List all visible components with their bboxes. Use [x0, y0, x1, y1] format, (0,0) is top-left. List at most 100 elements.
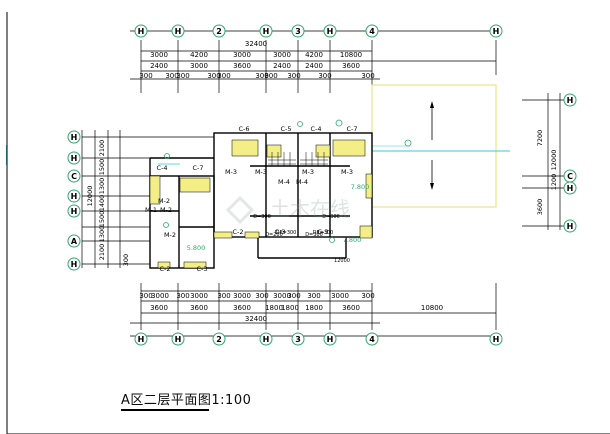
- bottom-axis-bubble: H: [134, 332, 148, 346]
- room-label: M-2: [164, 231, 176, 239]
- dim-bottom-row2: 3600: [190, 304, 208, 312]
- bottom-axis-bubble: H: [259, 332, 273, 346]
- dim-bottom-row1: 300: [217, 292, 230, 300]
- room-label: M-4: [278, 178, 290, 186]
- left-axis-bubble-label: H: [71, 207, 78, 216]
- dim-bottom-row2: 3600: [233, 304, 251, 312]
- bottom-axis-bubble-label: H: [263, 335, 270, 344]
- dim-bottom-row1: 3000: [151, 292, 169, 300]
- dim-top-row3: 300: [207, 72, 220, 80]
- dim-top-row3: 300: [165, 72, 178, 80]
- right-axis-bubble-label: H: [567, 222, 574, 231]
- right-axis-bubble: C: [563, 169, 577, 183]
- dim-top-row2: 2400: [273, 62, 291, 70]
- elevation-label: 5.800: [187, 244, 206, 252]
- dim-left: 12000: [86, 186, 94, 207]
- elevation-label: 7.800: [343, 236, 362, 244]
- top-axis-bubble: H: [134, 24, 148, 38]
- top-axis-bubble: H: [171, 24, 185, 38]
- bottom-axis-bubble-label: 4: [369, 335, 375, 344]
- dim-top-row1: 3000: [233, 51, 251, 59]
- room-label: C-3: [274, 228, 285, 236]
- dim-top-row1: 10800: [340, 51, 362, 59]
- dim-bottom-row1: 3000: [331, 292, 349, 300]
- right-axis-bubble: H: [563, 93, 577, 107]
- top-axis-bubble: H: [323, 24, 337, 38]
- bottom-axis-bubble-label: H: [493, 335, 500, 344]
- dim-top-row1: 3000: [273, 51, 291, 59]
- dim-top-row3: 300: [287, 72, 300, 80]
- top-axis-bubble: H: [489, 24, 503, 38]
- room-label: C-3: [317, 228, 328, 236]
- dim-top-row3: 300: [139, 72, 152, 80]
- dim-top-row3: 300: [176, 72, 189, 80]
- right-axis-bubble-label: C: [567, 172, 573, 181]
- dim-left: 1300: [98, 226, 106, 243]
- room-label: M-2: [160, 206, 172, 214]
- dim-bottom-row1: 300: [255, 292, 268, 300]
- room-label: C-2: [159, 265, 170, 273]
- window-and-fixture-fills: [149, 139, 373, 269]
- dim-bottom-row1: 300: [287, 292, 300, 300]
- top-axis-bubble-label: H: [263, 27, 270, 36]
- dim-top-row2: 3600: [233, 62, 251, 70]
- dim-bottom-row2: 1800: [281, 304, 299, 312]
- room-label: M-3: [225, 168, 237, 176]
- top-axis-bubble: 2: [212, 24, 226, 38]
- room-label: M-3: [255, 168, 267, 176]
- bottom-axis-bubble: 2: [212, 332, 226, 346]
- note-label: DE=300: [276, 230, 297, 236]
- bottom-axis-bubble: H: [323, 332, 337, 346]
- dim-bottom-row1: 3000: [233, 292, 251, 300]
- bottom-axis-bubble-label: H: [175, 335, 182, 344]
- dim-right: 7200: [536, 130, 544, 147]
- stair-hatches: [268, 152, 328, 166]
- left-axis-bubble-label: H: [71, 154, 78, 163]
- room-label: C-7: [346, 125, 357, 133]
- dim-bottom-row1: 3000: [273, 292, 291, 300]
- dim-total-bottom: 32400: [245, 315, 267, 323]
- room-label: C-2: [232, 228, 243, 236]
- left-axis-bubble-label: C: [71, 172, 77, 181]
- room-label: M-4: [296, 178, 308, 186]
- elevation-label: 7.800: [351, 183, 370, 191]
- bottom-axis-bubble-label: 3: [295, 335, 301, 344]
- dim-left: 300: [122, 254, 130, 266]
- top-axis-bubble-label: H: [327, 27, 334, 36]
- watermark: 土木在线: [225, 195, 350, 225]
- left-axis-bubble: C: [67, 169, 81, 183]
- dim-left: 1500: [98, 159, 106, 176]
- dim-bottom-row1: 300: [139, 292, 152, 300]
- left-axis-bubble-label: H: [71, 133, 78, 142]
- bottom-axis-bubble-label: H: [138, 335, 145, 344]
- dim-bottom-row2: 1800: [305, 304, 323, 312]
- dim-top-row2: 2400: [150, 62, 168, 70]
- bottom-axis-bubble: H: [489, 332, 503, 346]
- title-underline: [121, 409, 209, 411]
- dim-bottom-row1: 3000: [190, 292, 208, 300]
- dim-total-top: 32400: [245, 40, 267, 48]
- room-label: C-7: [192, 164, 203, 172]
- note-label: D=300: [305, 232, 323, 238]
- room-label: M-2: [158, 197, 170, 205]
- dim-right: 1200: [550, 174, 558, 191]
- dim-bottom-row1: 300: [361, 292, 374, 300]
- dim-top-row3: 300: [255, 72, 268, 80]
- left-axis-bubble: H: [67, 189, 81, 203]
- top-axis-bubble-label: H: [493, 27, 500, 36]
- svg-text:土木在线: 土木在线: [270, 197, 350, 221]
- room-label: M-1: [145, 206, 157, 214]
- right-axis-bubble-label: H: [567, 184, 574, 193]
- room-label: C-4: [156, 164, 167, 172]
- bottom-axis-bubble: 4: [365, 332, 379, 346]
- bottom-dimension-lines: [130, 283, 497, 337]
- left-axis-bubble: H: [67, 151, 81, 165]
- dim-bottom-row2: 10800: [421, 304, 443, 312]
- top-axis-bubble-label: 4: [369, 27, 375, 36]
- dim-bottom-row1: 300: [307, 292, 320, 300]
- dim-top-row2: 3000: [190, 62, 208, 70]
- drawing-scale: 1:100: [211, 393, 252, 408]
- note-label: D=200: [265, 232, 283, 238]
